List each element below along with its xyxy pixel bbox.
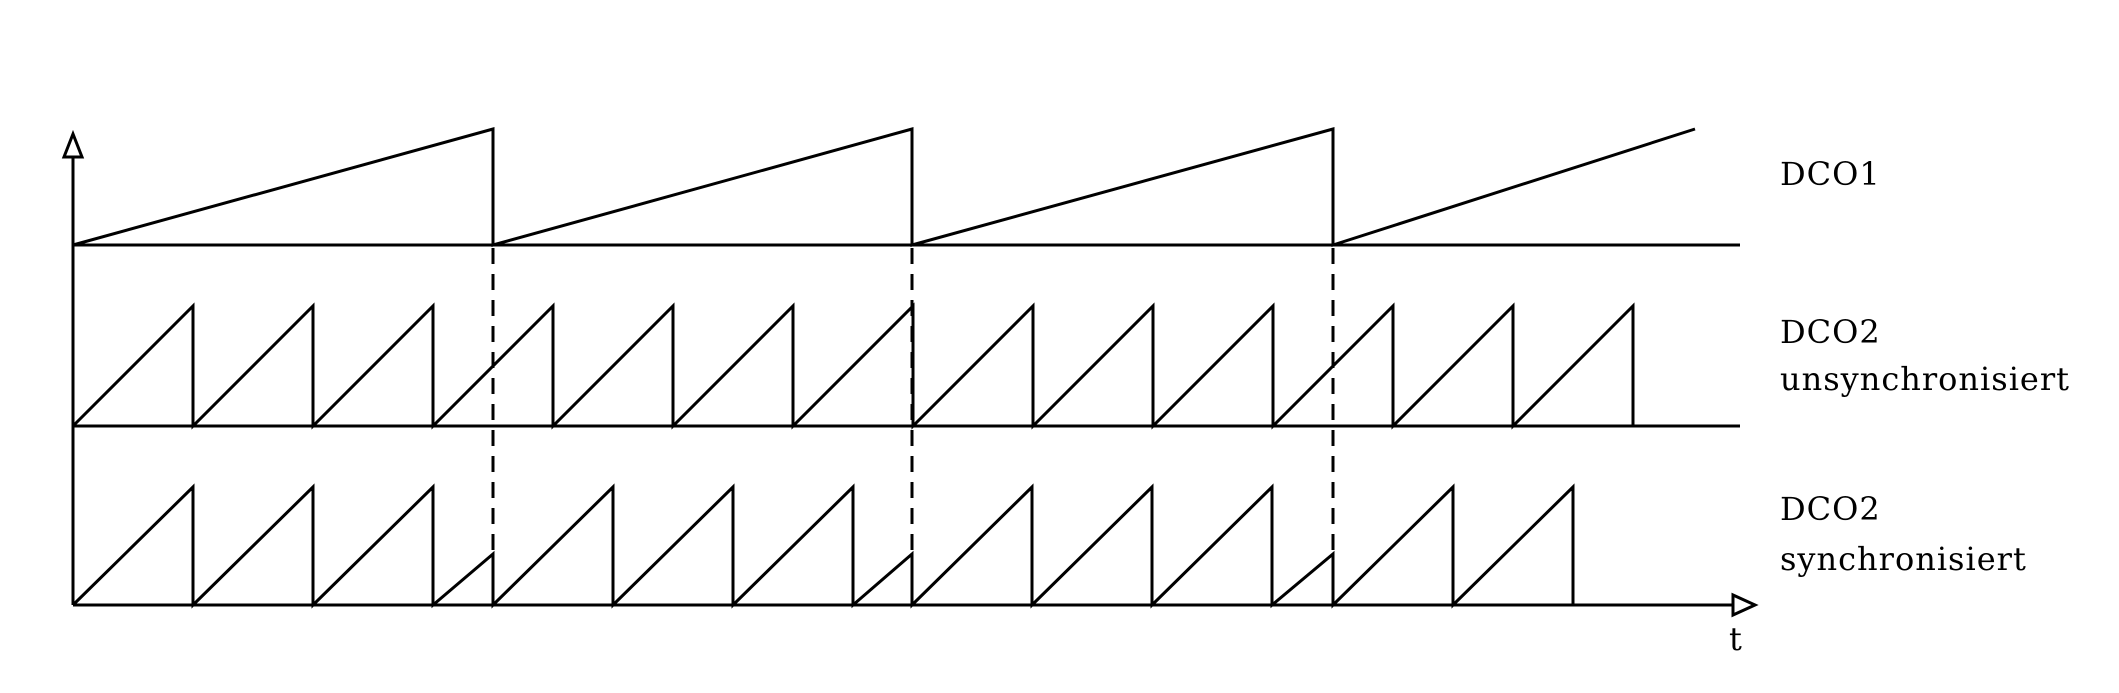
dco2-unsync-label-line1: DCO2 [1780,313,1881,351]
vertical-axis-arrow-icon [61,129,85,159]
dco2-sync-waveform [71,483,1575,609]
dco2-sync-label-line2: synchronisiert [1780,540,2027,578]
dco1-label: DCO1 [1780,155,1881,193]
dco2-unsync-label-line2: unsynchronisiert [1780,360,2070,398]
dco2-unsync-waveform [71,302,1635,430]
time-axis-arrow-icon [1731,592,1759,618]
dco1-waveform [72,127,1696,248]
dco2-sync-label-line1: DCO2 [1780,490,1881,528]
time-axis-label: t [1729,620,1743,658]
